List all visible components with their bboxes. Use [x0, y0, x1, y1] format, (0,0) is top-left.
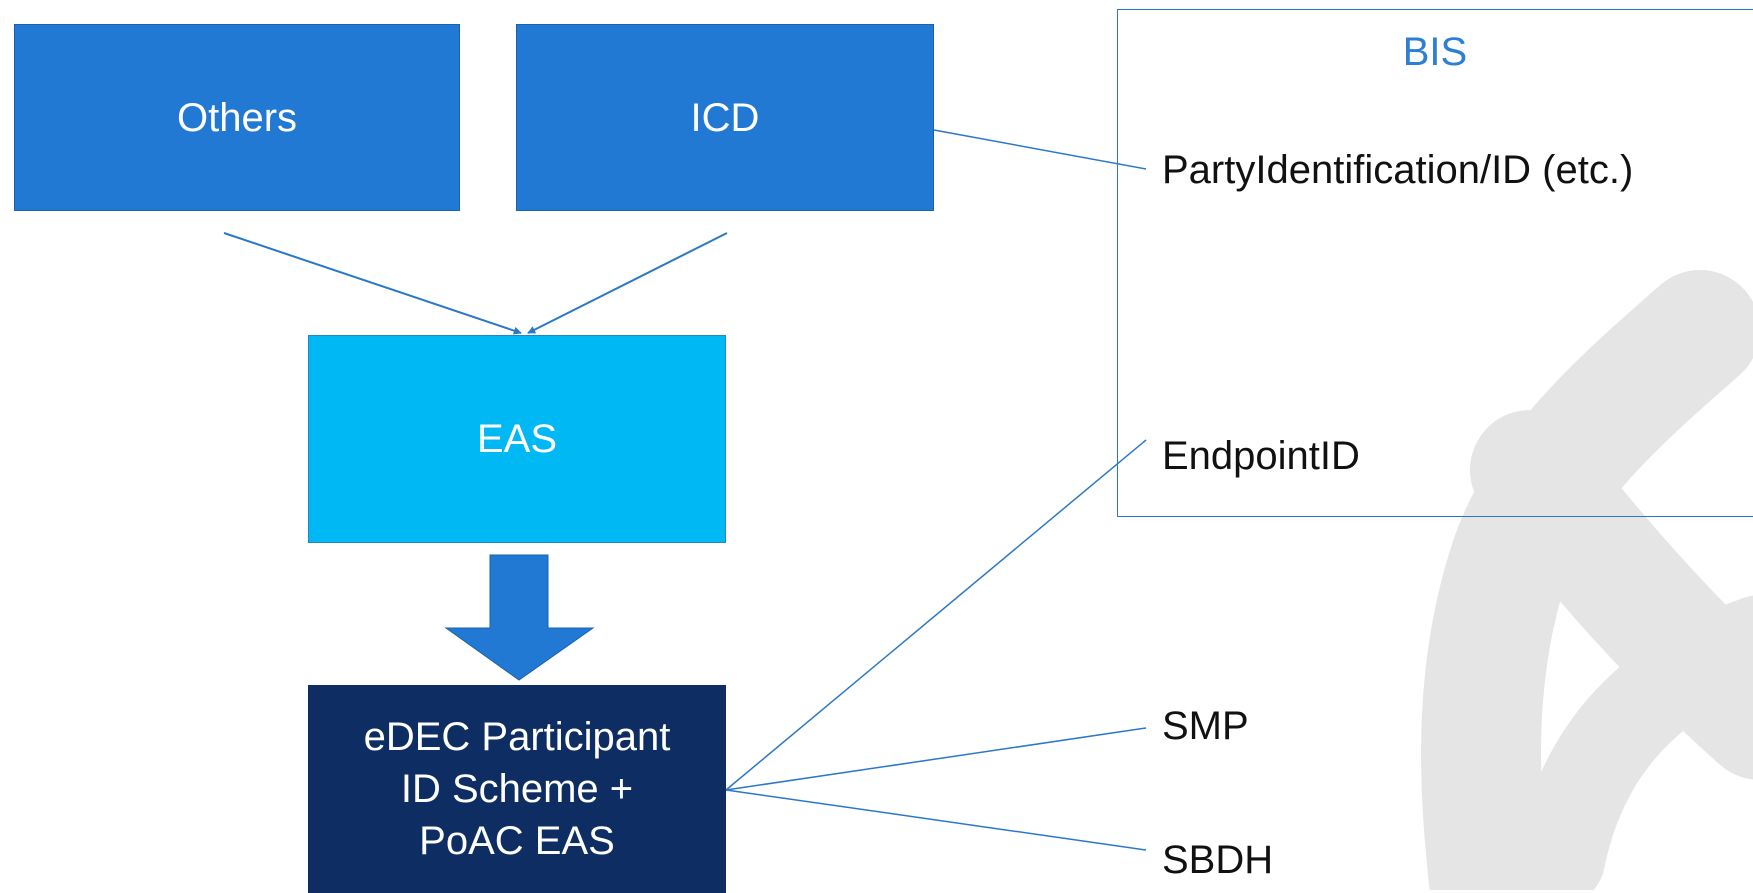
icd-label: ICD: [690, 95, 760, 140]
smp-label: SMP: [1162, 704, 1249, 748]
endpoint-id-label: EndpointID: [1162, 434, 1360, 478]
others-box: Others: [14, 24, 460, 211]
edec-label-line-1: eDEC Participant: [363, 715, 671, 759]
bis-frame: [1117, 9, 1753, 517]
edec-label: eDEC Participant ID Scheme + PoAC EAS: [364, 711, 671, 867]
connector-edec-smp: [725, 727, 1147, 791]
others-label: Others: [176, 95, 298, 140]
eas-box: EAS: [308, 335, 726, 543]
edec-label-line-3: PoAC EAS: [419, 819, 615, 863]
bis-title: BIS: [1402, 30, 1468, 74]
connector-edec-endpoint: [725, 439, 1147, 791]
connector-icd-party: [933, 129, 1147, 170]
icd-box: ICD: [516, 24, 934, 211]
sbdh-label: SBDH: [1162, 838, 1274, 882]
party-identification-label: PartyIdentification/ID (etc.): [1162, 148, 1634, 192]
edec-label-line-2: ID Scheme +: [400, 767, 634, 811]
connector-edec-sbdh: [725, 789, 1147, 851]
eas-label: EAS: [476, 417, 558, 461]
connector-icd-eas: [527, 232, 728, 334]
connector-others-eas: [223, 232, 522, 335]
edec-box: eDEC Participant ID Scheme + PoAC EAS: [308, 685, 726, 893]
down-arrow-icon: [444, 554, 595, 681]
